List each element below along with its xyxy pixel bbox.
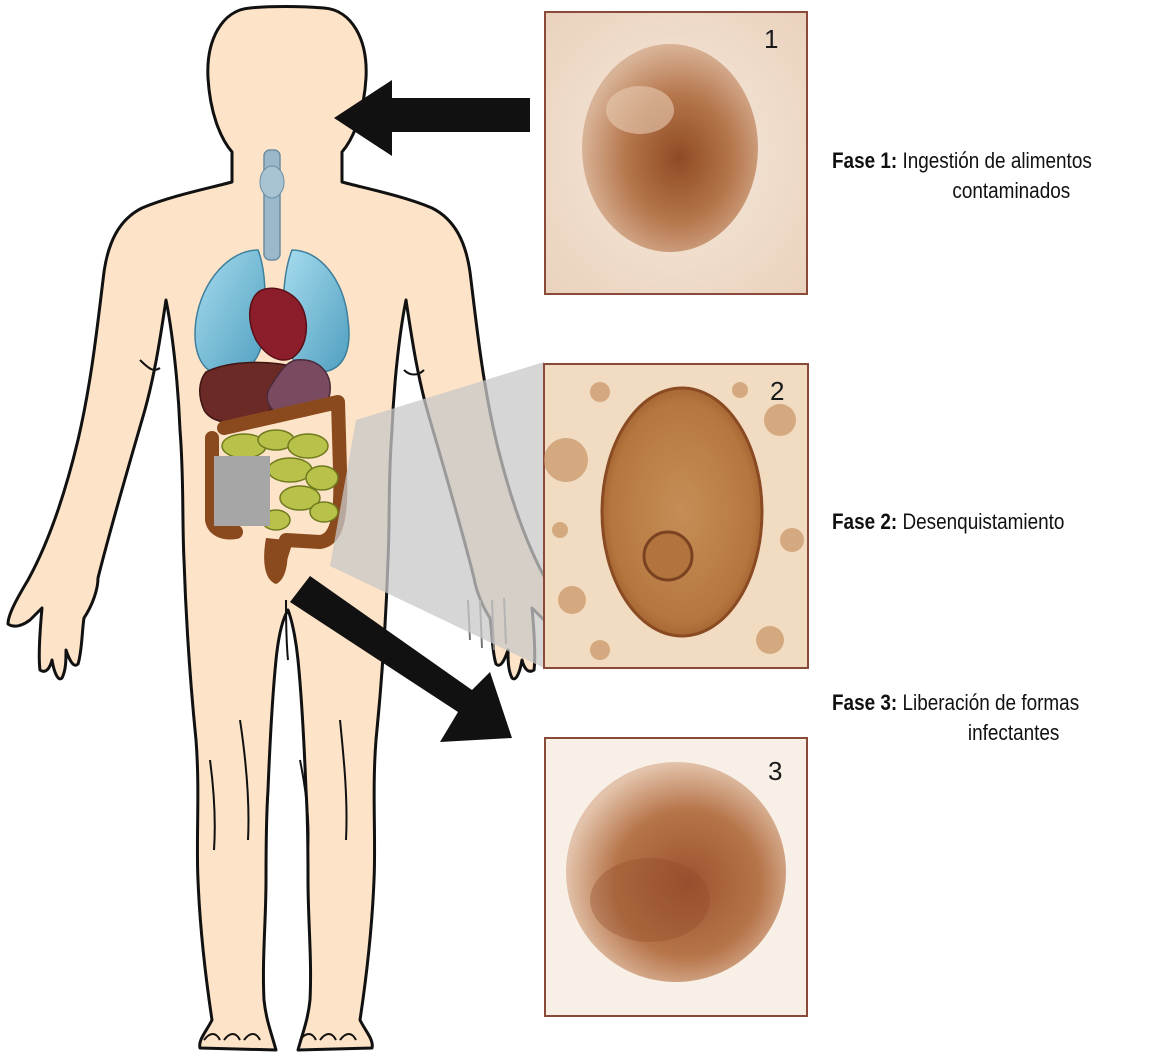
phase-3-text: Liberación de formas [902, 690, 1079, 715]
larynx [260, 166, 284, 198]
phase-1-caption: Fase 1: Ingestión de alimentos contamina… [832, 146, 1092, 206]
phase-3-label: Fase 3: [832, 690, 897, 715]
nucleus [644, 532, 692, 580]
panel-1: 1 [545, 12, 807, 294]
cyst-3-shade [590, 858, 710, 942]
panel-3: 3 [545, 738, 807, 1016]
phase-3-caption: Fase 3: Liberación de formas infectantes [832, 688, 1079, 748]
phase-2-text: Desenquistamiento [902, 509, 1064, 534]
phase-1-label: Fase 1: [832, 148, 897, 173]
cyst-1 [582, 44, 758, 252]
panel-2-number: 2 [770, 376, 784, 406]
panel-1-number: 1 [764, 24, 778, 54]
highlight-region [214, 456, 270, 526]
phase-2-caption: Fase 2: Desenquistamiento [832, 507, 1064, 537]
cyst-1-highlight [606, 86, 674, 134]
panel-3-number: 3 [768, 756, 782, 786]
phase-1-text: Ingestión de alimentos [902, 148, 1091, 173]
phase-1-text-cont: contaminados [832, 176, 1092, 206]
phase-2-label: Fase 2: [832, 509, 897, 534]
trophozoite [602, 388, 762, 636]
panel-2: 2 [544, 364, 808, 668]
phase-3-text-cont: infectantes [832, 718, 1079, 748]
